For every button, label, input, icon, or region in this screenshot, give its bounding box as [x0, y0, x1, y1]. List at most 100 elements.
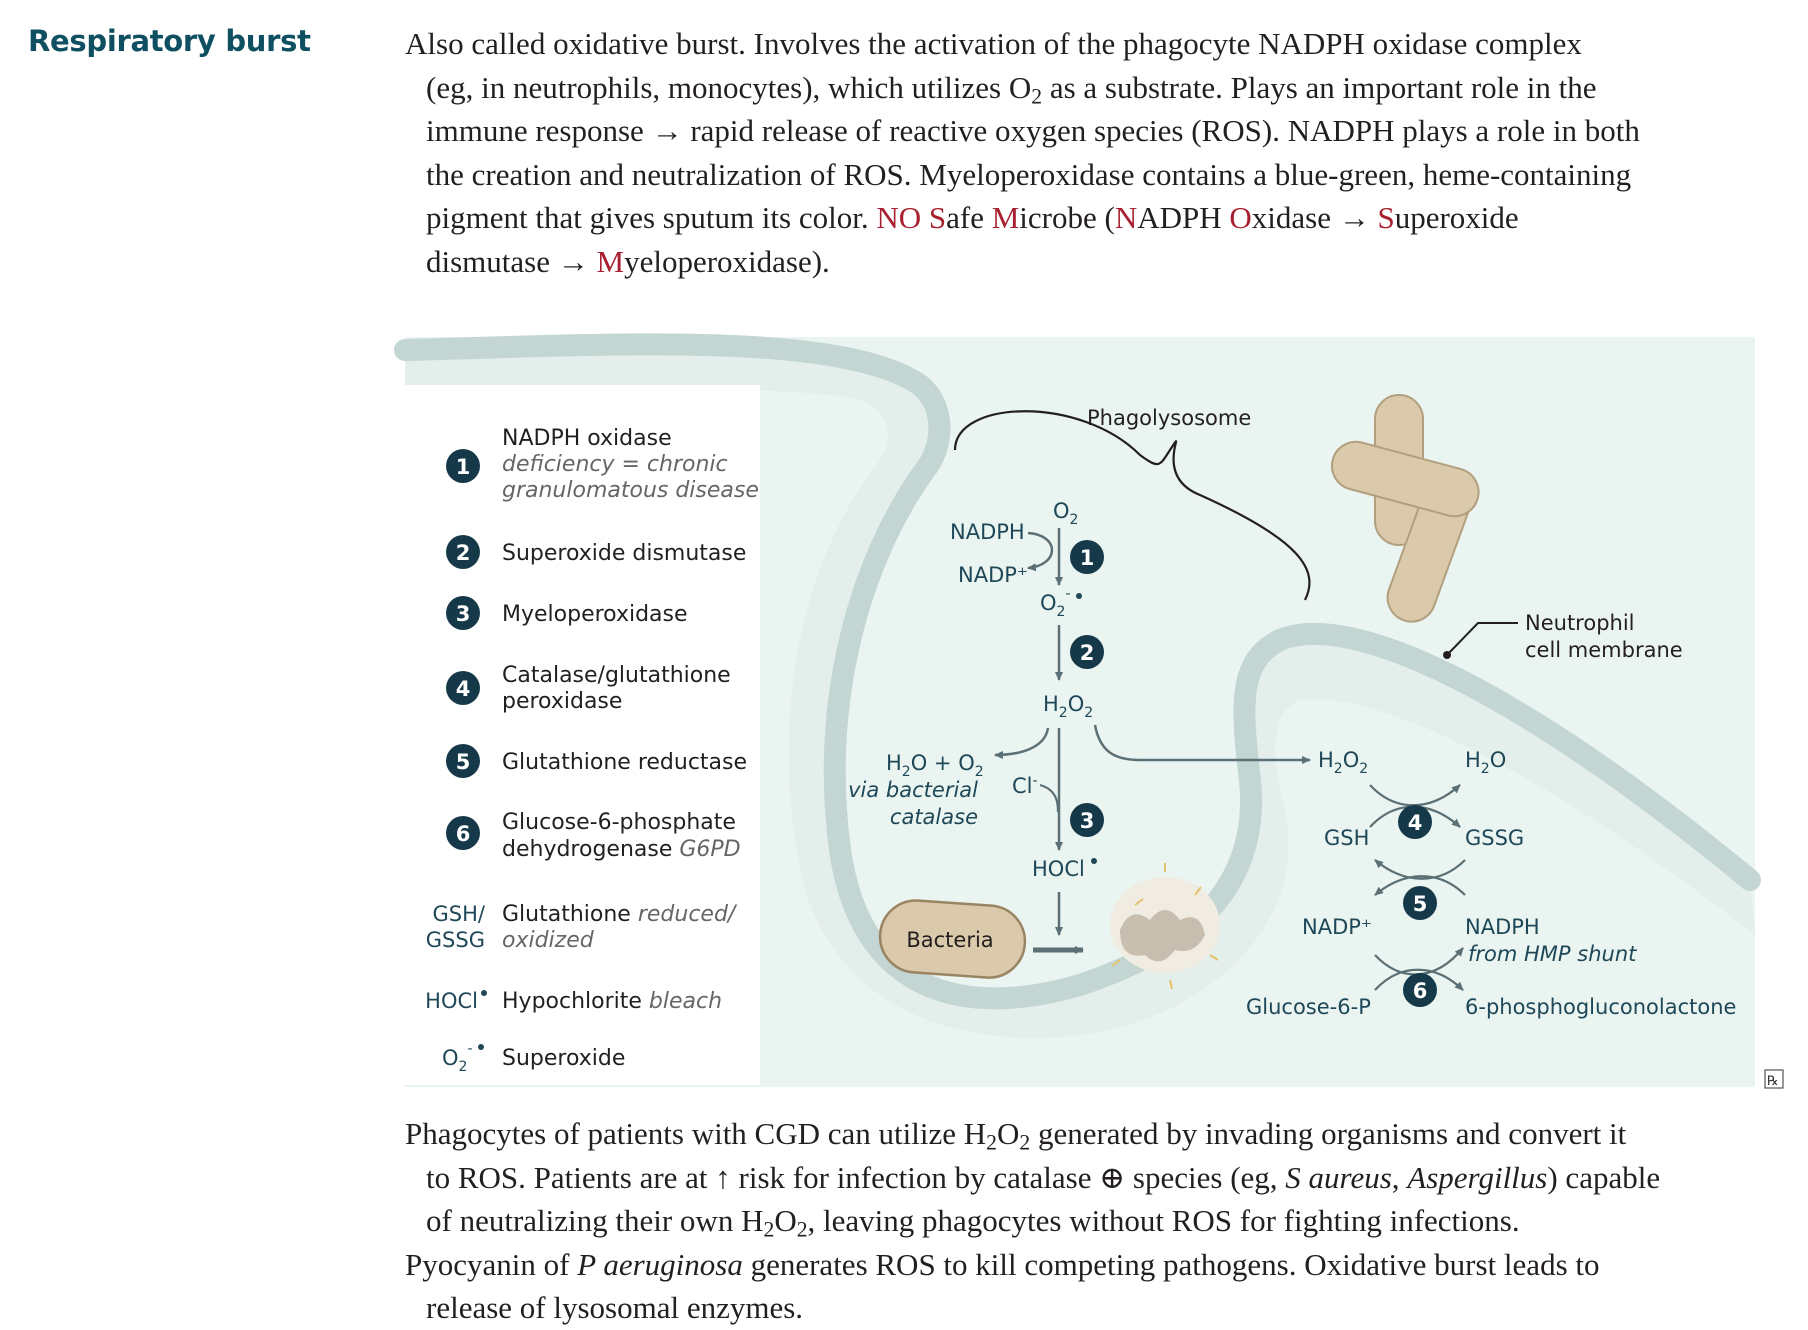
step-number: 2: [1080, 641, 1095, 665]
legend-number: 5: [456, 750, 471, 774]
legend: 1 NADPH oxidase deficiency = chronic gra…: [425, 426, 759, 1075]
chloride-arrow: [1039, 783, 1060, 813]
legend-number: 4: [456, 677, 471, 701]
gssg-label: GSSG: [1465, 826, 1524, 850]
phosphogluconolactone-label: 6-phosphogluconolactone: [1465, 995, 1736, 1019]
legend-number-badge: [446, 744, 480, 778]
closing-line-4: Pyocyanin of P aeruginosa generates ROS …: [405, 1246, 1600, 1282]
cytoplasm-pathway: H2O2 H2O GSH GSSG NADP⁺ NADPH from HMP s…: [1246, 748, 1736, 1019]
catalase-note: via bacterial: [848, 778, 978, 802]
gsh-label: GSH: [1324, 826, 1369, 850]
legend-label: dehydrogenase G6PD: [502, 837, 741, 862]
nadph-label: NADPH: [1465, 915, 1540, 939]
prescription-icon: [1764, 1069, 1784, 1089]
step-badge: [1070, 803, 1104, 837]
membrane-pointer-dot: [1443, 651, 1451, 659]
phagolysosome-pathway: O2 NADPH NADP⁺ 1 O2- 2 H2O2 H2O + O2 via…: [848, 499, 1311, 936]
legend-number-badge: [446, 596, 480, 630]
bacteria-rods-icon: [1330, 394, 1480, 623]
glucose6p-label: Glucose-6-P: [1246, 995, 1371, 1019]
step-number: 1: [1080, 546, 1095, 570]
reaction-arrow: [1369, 784, 1461, 807]
membrane-pointer: [1446, 622, 1518, 656]
closing-line-5: release of lysosomal enzymes.: [426, 1290, 804, 1325]
legend-abbrev: HOCl: [425, 989, 478, 1013]
legend-abbrev: GSSG: [426, 928, 485, 952]
legend-label: Glutathione reductase: [502, 750, 747, 775]
closing-line-1: Phagocytes of patients with CGD can util…: [405, 1116, 1627, 1155]
legend-label: NADPH oxidase: [502, 426, 672, 451]
reaction-arrow: [1374, 875, 1466, 896]
closing-paragraph: Phagocytes of patients with CGD can util…: [405, 1112, 1765, 1330]
prescription-icon-glyph: ℞: [1767, 1074, 1779, 1089]
superoxide-label: O2-: [1040, 586, 1071, 620]
legend-label: Myeloperoxidase: [502, 602, 688, 627]
legend-note: deficiency = chronic: [502, 452, 728, 477]
radical-dot: [478, 1044, 484, 1050]
step-badge: [1070, 635, 1104, 669]
membrane-label: Neutrophil: [1525, 611, 1635, 635]
legend-panel: [405, 385, 760, 1085]
intro-line-3: immune response → rapid release of react…: [426, 113, 1640, 148]
legend-number-badge: [446, 671, 480, 705]
step-number: 3: [1080, 809, 1095, 833]
legend-label: Glucose-6-phosphate: [502, 810, 736, 835]
nadp-plus-label: NADP⁺: [1302, 915, 1372, 939]
legend-number: 2: [456, 541, 471, 565]
step-badge: [1403, 886, 1437, 920]
hocl-label: HOCl: [1032, 857, 1085, 881]
intro-line-4: the creation and neutralization of ROS. …: [426, 156, 1632, 192]
right-h2o2-label: H2O2: [1318, 748, 1368, 777]
legend-number-badge: [446, 449, 480, 483]
phagolysosome-label: Phagolysosome: [1087, 406, 1251, 430]
closing-line-2: to ROS. Patients are at ↑ risk for infec…: [426, 1159, 1661, 1195]
h2o2-label: H2O2: [1043, 692, 1093, 721]
legend-label: Superoxide dismutase: [502, 541, 746, 566]
h2o-label: H2O: [1465, 748, 1506, 777]
reaction-arrow: [1374, 968, 1464, 991]
nadph-label: NADPH: [950, 520, 1025, 544]
legend-number: 3: [456, 602, 471, 626]
legend-label: Hypochlorite bleach: [502, 989, 722, 1014]
cell-membrane: [394, 333, 1761, 1010]
intro-line-6: dismutase → Myeloperoxidase).: [426, 243, 830, 279]
legend-number-badge: [446, 816, 480, 850]
legend-number: 1: [456, 455, 471, 479]
radical-dot: [1076, 593, 1082, 599]
legend-number-badge: [446, 535, 480, 569]
step-number: 4: [1408, 811, 1423, 835]
legend-label: Catalase/glutathione: [502, 663, 731, 688]
chloride-label: Cl-: [1012, 773, 1038, 798]
step-number: 5: [1413, 892, 1428, 916]
step-badge: [1398, 805, 1432, 839]
destroyed-bacteria-icon: [1110, 863, 1220, 990]
radical-dot: [481, 990, 487, 996]
h2o-o2-label: H2O + O2: [886, 751, 984, 780]
phagolysosome-brace: [953, 410, 1311, 601]
intro-line-5: pigment that gives sputum its color. NO …: [426, 200, 1519, 235]
hmp-note: from HMP shunt: [1468, 942, 1637, 966]
section-title: Respiratory burst: [28, 24, 311, 58]
closing-line-3: of neutralizing their own H2O2, leaving …: [426, 1203, 1520, 1242]
bacteria-label: Bacteria: [906, 928, 993, 952]
intro-line-2: (eg, in neutrophils, monocytes), which u…: [426, 69, 1597, 108]
intro-paragraph: Also called oxidative burst. Involves th…: [405, 22, 1765, 283]
legend-label: Superoxide: [502, 1046, 625, 1071]
legend-number: 6: [456, 822, 471, 846]
h2o2-diffusion-arrow: [1093, 724, 1311, 764]
legend-abbrev: O2-: [442, 1041, 473, 1075]
o2-label: O2: [1053, 499, 1078, 528]
legend-abbrev: GSH/: [433, 902, 486, 926]
reaction-arrow: [1374, 859, 1466, 880]
catalase-note: catalase: [890, 805, 978, 829]
bacteria-icon: [878, 899, 1027, 979]
step-number: 6: [1413, 979, 1428, 1003]
step-badge: [1403, 973, 1437, 1007]
intro-line-1: Also called oxidative burst. Involves th…: [405, 26, 1582, 61]
catalase-arrow: [994, 727, 1050, 759]
legend-label: Glutathione reduced/: [502, 902, 738, 927]
nadp-label: NADP⁺: [958, 563, 1028, 587]
cofactor-arrow: [1027, 531, 1054, 572]
membrane-label: cell membrane: [1525, 638, 1683, 662]
